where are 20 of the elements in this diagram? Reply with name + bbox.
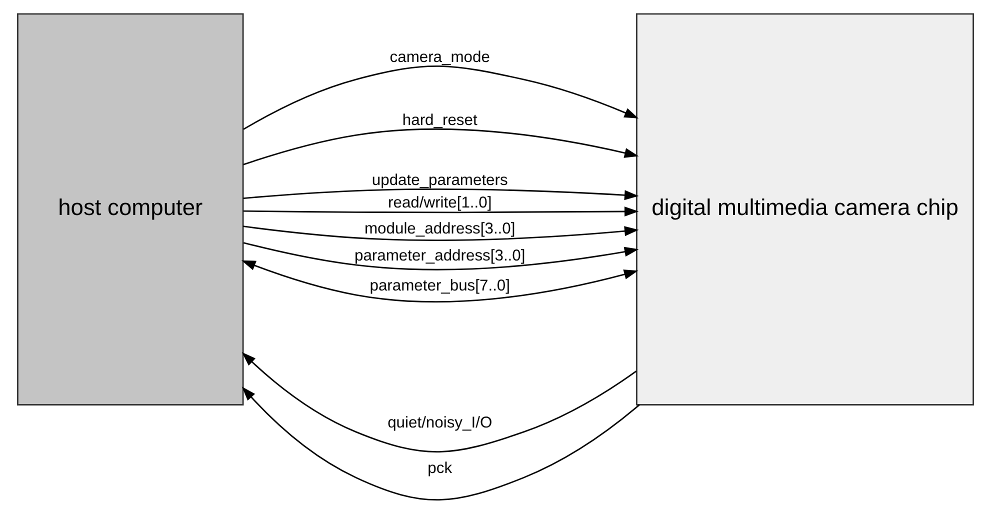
edge-label: quiet/noisy_I/O <box>388 414 492 432</box>
arrow <box>243 66 639 130</box>
edge-label: read/write[1..0] <box>388 194 492 212</box>
edge-label: hard_reset <box>402 112 478 129</box>
edge-label: parameter_bus[7..0] <box>370 277 510 294</box>
edge-label: module_address[3..0] <box>364 220 516 238</box>
arrow <box>243 226 639 241</box>
arrow <box>243 128 639 166</box>
arrow <box>242 352 637 452</box>
arrow <box>243 206 639 217</box>
arrow <box>243 188 639 200</box>
arrow <box>243 242 639 270</box>
node-box: digital multimedia camera chip <box>636 13 974 406</box>
edge-label: camera_mode <box>390 49 490 66</box>
node-box: host computer <box>17 13 244 406</box>
edge-label: update_parameters <box>372 172 508 189</box>
edge-label: pck <box>428 460 452 477</box>
edge-label: parameter_address[3..0] <box>354 247 526 264</box>
arrow <box>242 386 640 501</box>
arrow <box>241 260 638 302</box>
